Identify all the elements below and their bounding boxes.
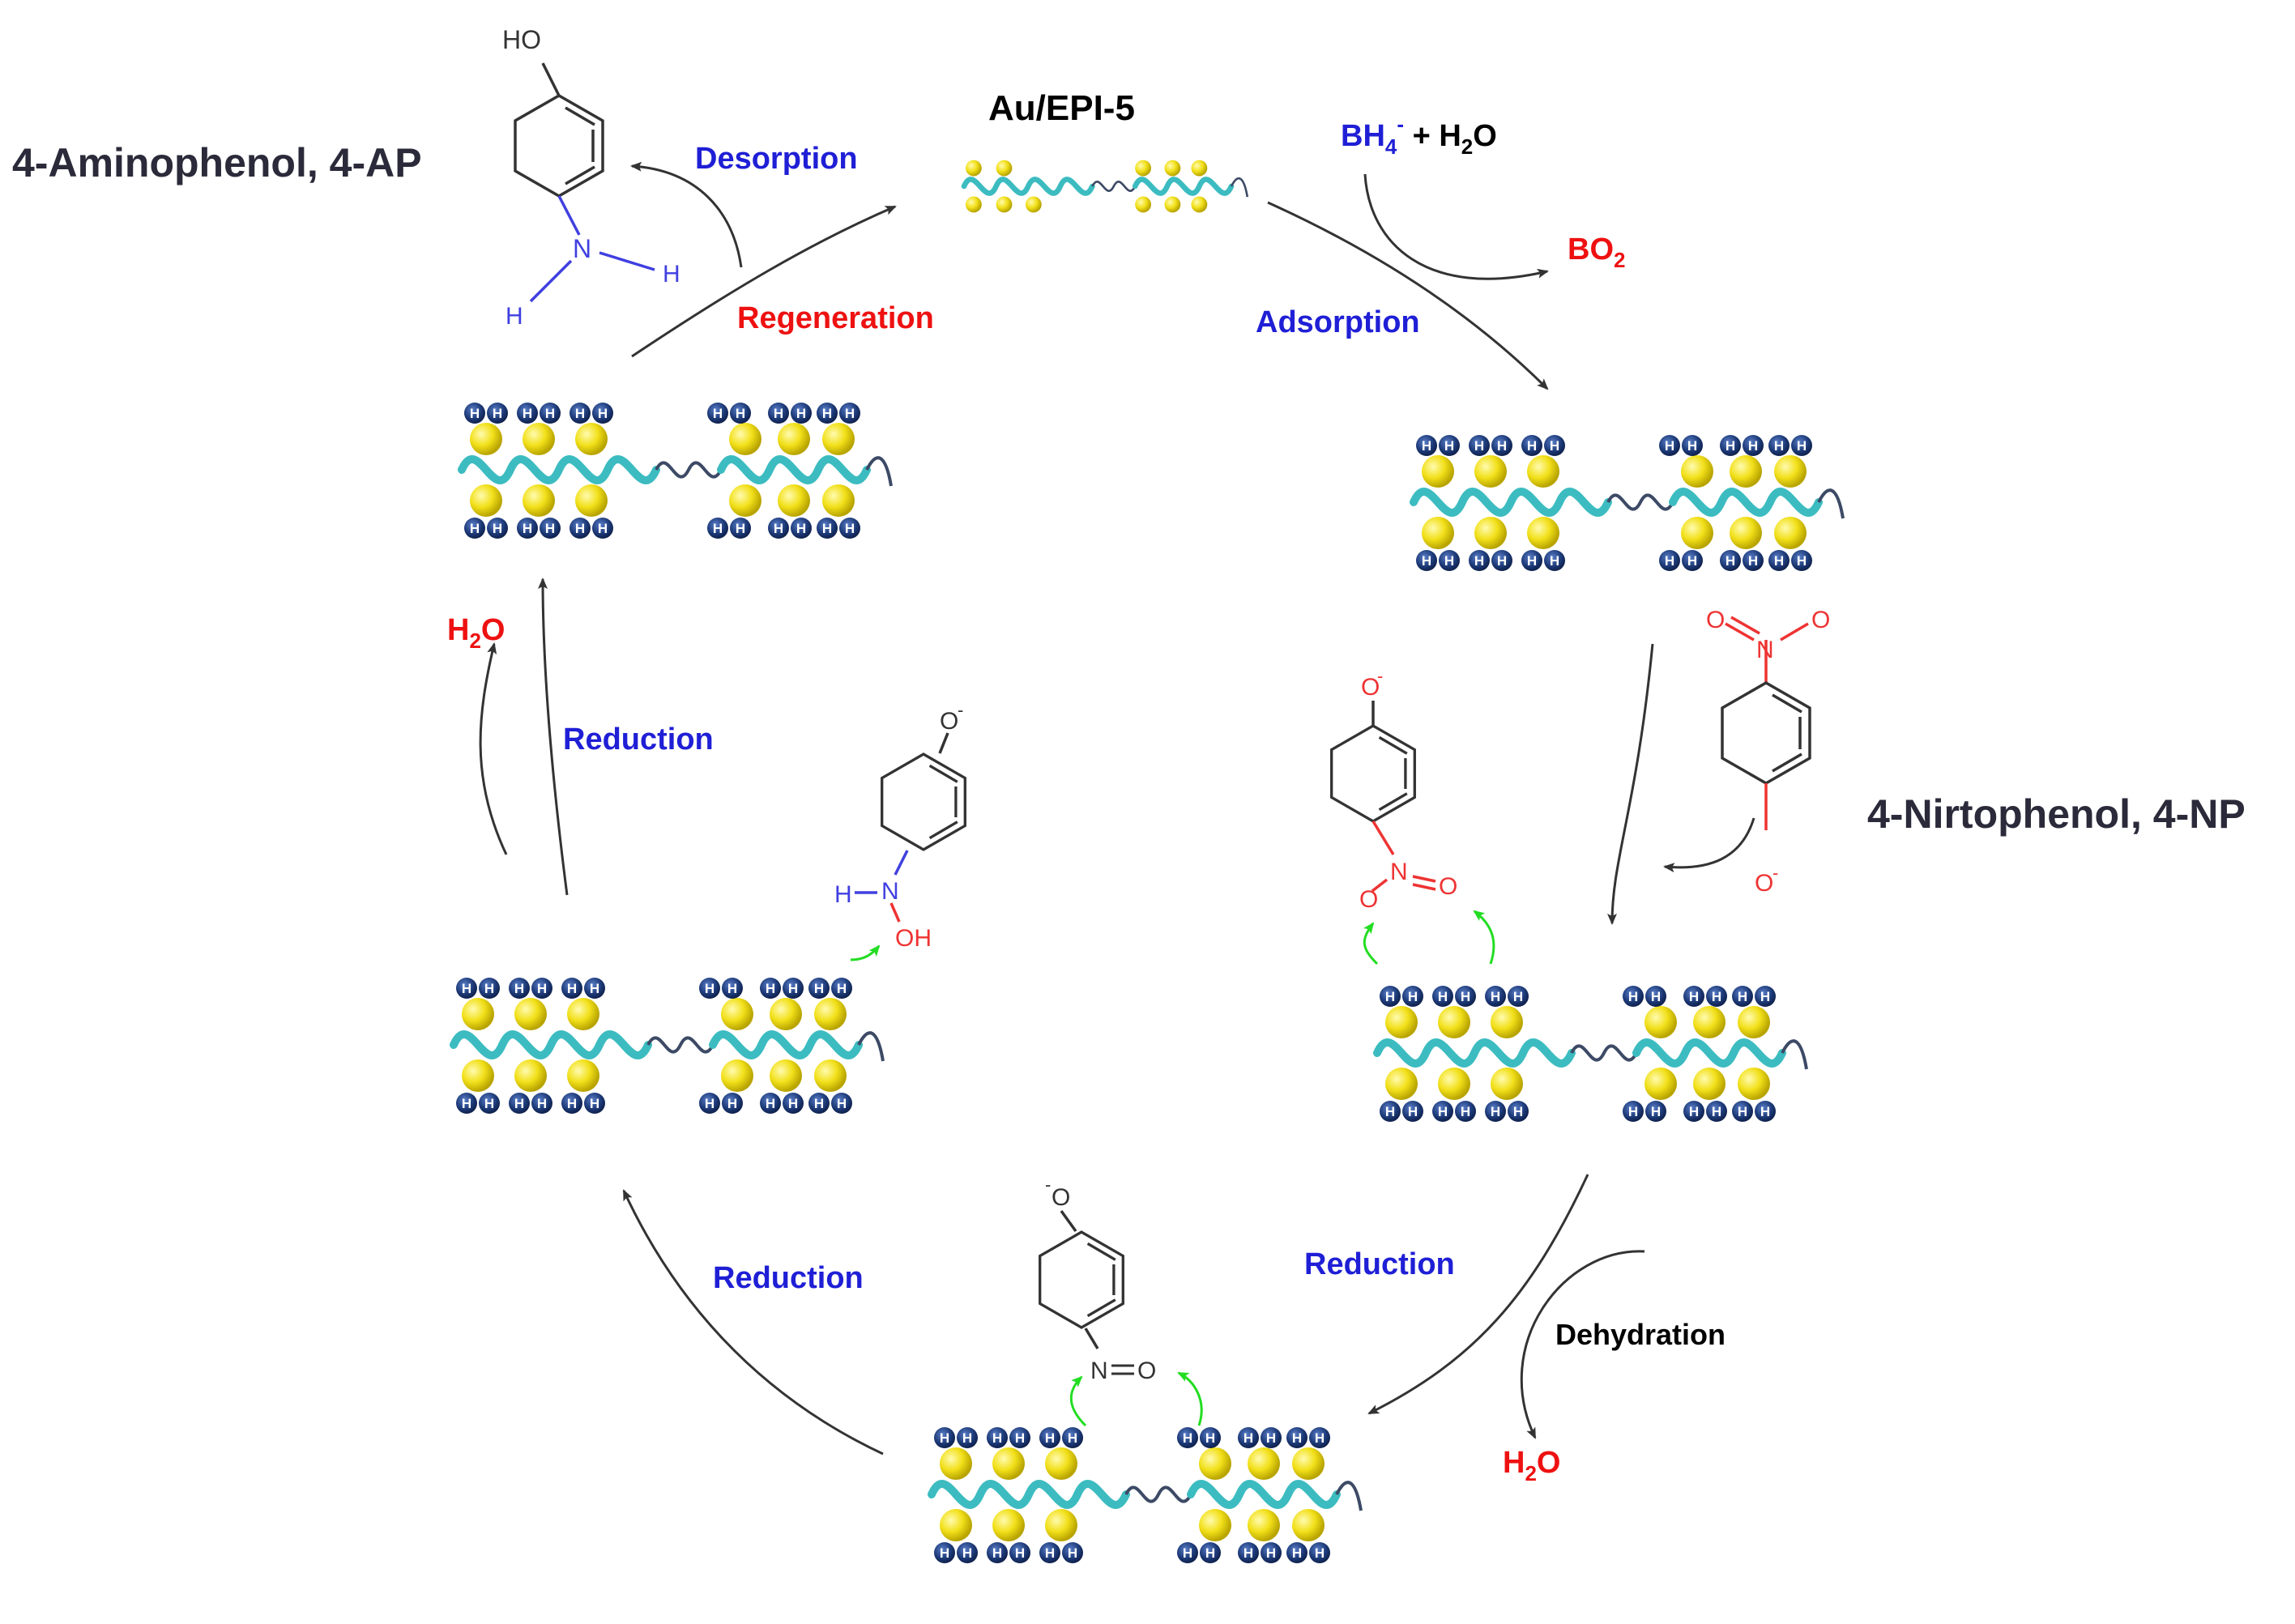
reduction-bottom-left-label: Reduction xyxy=(713,1261,864,1295)
catalyst-hydride-nitroso xyxy=(932,1427,1361,1563)
water-left-label: H2O xyxy=(447,613,505,653)
catalyst-hydride-right xyxy=(1414,435,1843,571)
adsorption-arrow xyxy=(1267,201,1549,390)
borate-label: BO2 xyxy=(1568,232,1625,272)
nitroso-n-label: N xyxy=(1090,1358,1108,1384)
catalyst-hydride-nitro xyxy=(1377,986,1807,1122)
nitro-n-label: N xyxy=(1756,637,1774,663)
desorption-label: Desorption xyxy=(695,142,858,176)
desorption-side-arrow xyxy=(630,161,743,268)
amine-h-left: H xyxy=(505,303,523,330)
adsorption-label: Adsorption xyxy=(1256,305,1420,339)
reduction-bottom-right-label: Reduction xyxy=(1304,1247,1455,1281)
borohydride-water-label: BH4- + H2O xyxy=(1341,112,1497,159)
nitrophenolate-o1-label: O xyxy=(1359,886,1378,913)
nitrophenol-label: 4-Nirtophenol, 4-NP xyxy=(1867,791,2246,837)
dehydration-water-arrow xyxy=(1520,1250,1645,1439)
phenolate-minus: - xyxy=(1772,863,1778,883)
dehydration-label: Dehydration xyxy=(1555,1318,1726,1351)
aminophenol-molecule: HO N H H xyxy=(502,25,680,330)
nitro-o2-label: O xyxy=(1811,607,1830,633)
nitrophenolate-n-label: N xyxy=(1390,859,1408,885)
catalyst-label: Au/EPI-5 xyxy=(988,88,1135,128)
water-dehydration-label: H2O xyxy=(1503,1446,1560,1485)
hydroxylamine-n-label: N xyxy=(881,878,899,905)
nitroso-o-label: O xyxy=(1137,1358,1156,1384)
nitrophenolate-minus: - xyxy=(1377,666,1383,686)
regeneration-arrow xyxy=(631,205,897,358)
amine-h-right: H xyxy=(663,261,680,288)
adsorbed-nitrophenolate: O - N O O xyxy=(1330,666,1495,965)
reduction-left-label: Reduction xyxy=(563,722,714,757)
nitrophenol-entry-arrow xyxy=(1607,643,1654,925)
nitroso-phenolate-minus: - xyxy=(1045,1174,1051,1195)
hydroxylamine-phenolate-o: O xyxy=(940,708,958,735)
reduction-left-arrow xyxy=(538,578,569,896)
water-left-branch-arrow xyxy=(479,642,508,855)
catalyst-hydride-regenerated xyxy=(462,403,891,539)
catalyst-au-epi5-bare xyxy=(964,160,1248,213)
phenolate-o-label: O xyxy=(1755,870,1773,897)
nitrophenolate-o2-label: O xyxy=(1439,873,1457,900)
nitrophenolate-o-label: O xyxy=(1361,674,1380,701)
catalyst-hydride-hydroxylamine xyxy=(454,978,883,1114)
hydroxylamine-oh-label: OH xyxy=(895,925,932,952)
nitroso-phenolate-o: O xyxy=(1052,1184,1070,1211)
cycle-arrows xyxy=(479,161,1755,1456)
adsorbed-nitrosophenolate: O - N O xyxy=(1039,1174,1203,1427)
dehydration-main-arrow xyxy=(1367,1174,1589,1415)
nitrophenol-molecule: N O O O - xyxy=(1706,607,1830,897)
amine-n-label: N xyxy=(573,234,591,263)
hydroxylamine-phenolate-minus: - xyxy=(958,700,963,720)
aminophenol-label: 4-Aminophenol, 4-AP xyxy=(12,140,422,185)
nitro-o1-label: O xyxy=(1706,607,1725,633)
regeneration-label: Regeneration xyxy=(737,301,934,335)
hydroxylamine-h-label: H xyxy=(834,881,852,908)
nitrophenol-feed-arrow xyxy=(1663,817,1755,873)
borohydride-branch-arrow xyxy=(1363,173,1549,280)
hydroxyl-label: HO xyxy=(502,25,541,54)
adsorbed-hydroxylaminophenolate: O - N H OH xyxy=(834,700,966,961)
reduction-bottom-left-arrow xyxy=(622,1189,884,1456)
